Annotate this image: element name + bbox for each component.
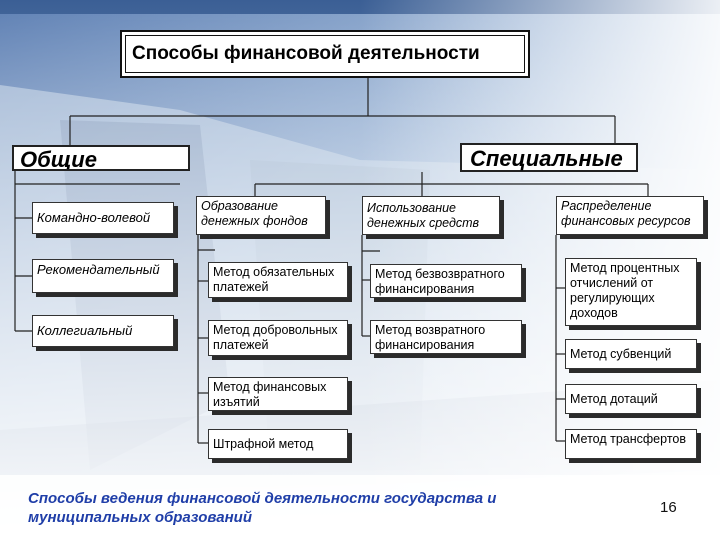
method-label: Метод дотаций bbox=[570, 391, 658, 406]
group-header-funds-use: Использование денежных средств bbox=[362, 196, 500, 235]
general-method-label: Коллегиальный bbox=[37, 323, 133, 338]
general-method-label: Командно-волевой bbox=[37, 210, 151, 225]
general-method-box: Коллегиальный bbox=[32, 315, 174, 347]
group-header-resources-distribution: Распределение финансовых ресурсов bbox=[556, 196, 704, 235]
method-box: Штрафной метод bbox=[208, 429, 348, 459]
method-box: Метод дотаций bbox=[565, 384, 697, 414]
general-method-box: Командно-волевой bbox=[32, 202, 174, 234]
method-box: Метод трансфертов bbox=[565, 429, 697, 459]
page-number: 16 bbox=[660, 499, 677, 516]
special-methods-header: Специальные bbox=[460, 143, 638, 172]
general-methods-header: Общие bbox=[12, 145, 190, 171]
group-label: Использование денежных средств bbox=[367, 200, 480, 230]
diagram-title: Способы финансовой деятельности bbox=[132, 43, 480, 64]
method-box: Метод добровольных платежей bbox=[208, 320, 348, 356]
footer-caption: Способы ведения финансовой деятельности … bbox=[28, 490, 497, 526]
group-header-funds-formation: Образование денежных фондов bbox=[196, 196, 326, 235]
method-box: Метод возвратного финансирования bbox=[370, 320, 522, 354]
method-label: Метод финансовых изъятий bbox=[213, 380, 327, 409]
special-methods-label: Специальные bbox=[470, 146, 623, 171]
method-label: Метод субвенций bbox=[570, 346, 672, 361]
group-label: Образование денежных фондов bbox=[201, 199, 308, 228]
title-inner-frame bbox=[125, 35, 525, 73]
method-label: Штрафной метод bbox=[213, 436, 314, 451]
general-method-box: Рекомендательный bbox=[32, 259, 174, 293]
method-label: Метод трансфертов bbox=[570, 432, 686, 446]
method-box: Метод безвозвратного финансирования bbox=[370, 264, 522, 298]
group-label: Распределение финансовых ресурсов bbox=[561, 199, 691, 228]
method-label: Метод добровольных платежей bbox=[213, 323, 338, 352]
general-method-label: Рекомендательный bbox=[37, 262, 160, 277]
method-box: Метод субвенций bbox=[565, 339, 697, 369]
method-label: Метод безвозвратного финансирования bbox=[375, 267, 505, 296]
diagram-title-box: Способы финансовой деятельности bbox=[120, 30, 530, 78]
method-box: Метод процентных отчислений от регулирую… bbox=[565, 258, 697, 326]
method-box: Метод обязательных платежей bbox=[208, 262, 348, 298]
general-methods-label: Общие bbox=[20, 147, 97, 171]
method-label: Метод процентных отчислений от регулирую… bbox=[570, 261, 680, 320]
method-box: Метод финансовых изъятий bbox=[208, 377, 348, 411]
method-label: Метод возвратного финансирования bbox=[375, 323, 486, 352]
method-label: Метод обязательных платежей bbox=[213, 265, 335, 294]
